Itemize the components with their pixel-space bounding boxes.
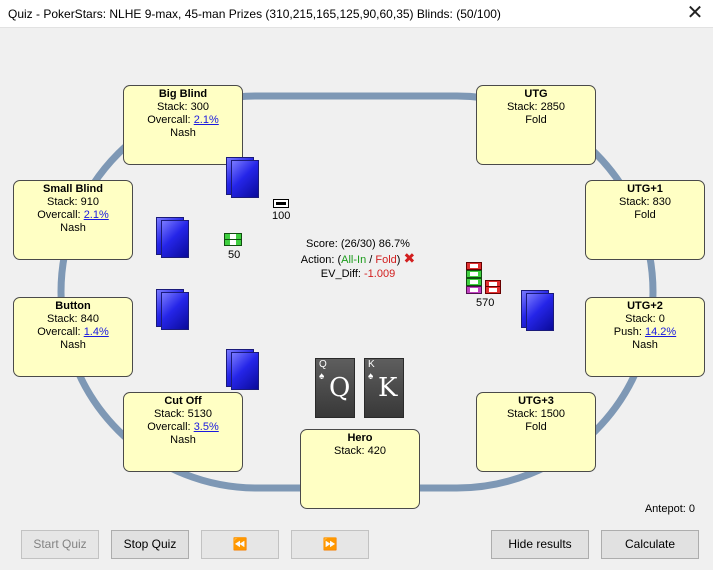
card-rank-small: K bbox=[368, 359, 375, 370]
seat-action: Nash bbox=[60, 339, 86, 351]
seat-action: Fold bbox=[525, 421, 547, 433]
chip-stack-icon bbox=[224, 233, 242, 246]
seat-overcall: Overcall: 2.1% bbox=[14, 209, 132, 222]
action-fold: Fold bbox=[375, 254, 397, 266]
push-link[interactable]: 14.2% bbox=[644, 326, 677, 338]
action-sep: / bbox=[366, 254, 376, 266]
seat-name: Big Blind bbox=[158, 88, 208, 100]
seat-utg3: UTG+3 Stack: 1500 Fold bbox=[476, 392, 596, 472]
seat-action: Fold bbox=[525, 114, 547, 126]
seat-stack: Stack: 840 bbox=[47, 313, 99, 325]
seat-action: Nash bbox=[170, 127, 196, 139]
overcall-label: Overcall: bbox=[37, 326, 84, 338]
seat-overcall: Overcall: 3.5% bbox=[124, 421, 242, 434]
wrong-answer-icon: ✖ bbox=[403, 250, 416, 266]
overcall-label: Overcall: bbox=[37, 209, 84, 221]
seat-cut-off: Cut Off Stack: 5130 Overcall: 3.5% Nash bbox=[123, 392, 243, 472]
overcall-label: Overcall: bbox=[147, 421, 194, 433]
overcall-link[interactable]: 1.4% bbox=[83, 326, 109, 338]
bet-amount-small-blind: 50 bbox=[228, 249, 241, 261]
hide-results-button[interactable]: Hide results bbox=[491, 530, 589, 559]
seat-stack: Stack: 830 bbox=[619, 196, 671, 208]
hero-card-king: K ♠ K bbox=[364, 358, 404, 418]
seat-overcall: Overcall: 1.4% bbox=[14, 326, 132, 339]
bet-amount-utg2: 570 bbox=[476, 297, 495, 309]
seat-action: Nash bbox=[170, 434, 196, 446]
close-icon[interactable]: ✕ bbox=[686, 2, 704, 24]
overcall-link[interactable]: 3.5% bbox=[193, 421, 219, 433]
seat-stack: Stack: 2850 bbox=[506, 101, 566, 113]
seat-action: Fold bbox=[634, 209, 656, 221]
chip-stack-icon bbox=[466, 262, 501, 294]
overcall-link[interactable]: 2.1% bbox=[193, 114, 219, 126]
seat-stack: Stack: 1500 bbox=[506, 408, 566, 420]
seat-button: Button Stack: 840 Overcall: 1.4% Nash bbox=[13, 297, 133, 377]
card-back-icon bbox=[156, 217, 189, 258]
seat-name: Button bbox=[55, 300, 91, 312]
hero-card-queen: Q ♠ Q bbox=[315, 358, 355, 418]
start-quiz-button[interactable]: Start Quiz bbox=[21, 530, 99, 559]
seat-utg1: UTG+1 Stack: 830 Fold bbox=[585, 180, 705, 260]
card-back-icon bbox=[156, 289, 189, 330]
seat-utg2: UTG+2 Stack: 0 Push: 14.2% Nash bbox=[585, 297, 705, 377]
seat-big-blind: Big Blind Stack: 300 Overcall: 2.1% Nash bbox=[123, 85, 243, 165]
seat-stack: Stack: 300 bbox=[157, 101, 209, 113]
seat-name: UTG+2 bbox=[627, 300, 663, 312]
antepot-label: Antepot: 0 bbox=[644, 503, 695, 515]
seat-utg: UTG Stack: 2850 Fold bbox=[476, 85, 596, 165]
seat-stack: Stack: 910 bbox=[47, 196, 99, 208]
action-suffix: ) bbox=[396, 254, 401, 266]
spade-icon: ♠ bbox=[368, 371, 374, 382]
seat-push: Push: 14.2% bbox=[586, 326, 704, 339]
seat-name: UTG bbox=[524, 88, 548, 100]
seat-action: Nash bbox=[632, 339, 658, 351]
seat-name: UTG+3 bbox=[518, 395, 554, 407]
stop-quiz-button[interactable]: Stop Quiz bbox=[111, 530, 189, 559]
seat-name: Hero bbox=[347, 432, 373, 444]
ev-label: EV_Diff: bbox=[320, 268, 364, 280]
spade-icon: ♠ bbox=[319, 371, 325, 382]
card-back-icon bbox=[226, 157, 259, 198]
next-button[interactable]: ⏩ bbox=[291, 530, 369, 559]
window-title: Quiz - PokerStars: NLHE 9-max, 45-man Pr… bbox=[8, 7, 501, 21]
seat-stack: Stack: 5130 bbox=[153, 408, 213, 420]
seat-stack: Stack: 420 bbox=[334, 445, 386, 457]
calculate-button[interactable]: Calculate bbox=[601, 530, 699, 559]
seat-name: UTG+1 bbox=[627, 183, 663, 195]
ev-line: EV_Diff: -1.009 bbox=[288, 267, 428, 281]
card-back-icon bbox=[521, 290, 554, 331]
seat-small-blind: Small Blind Stack: 910 Overcall: 2.1% Na… bbox=[13, 180, 133, 260]
card-back-icon bbox=[226, 349, 259, 390]
action-prefix: Action: ( bbox=[300, 254, 342, 266]
seat-name: Cut Off bbox=[164, 395, 202, 407]
seat-stack: Stack: 0 bbox=[625, 313, 665, 325]
seat-overcall: Overcall: 2.1% bbox=[124, 114, 242, 127]
ev-value: -1.009 bbox=[364, 268, 396, 280]
title-bar: Quiz - PokerStars: NLHE 9-max, 45-man Pr… bbox=[0, 0, 713, 28]
seat-name: Small Blind bbox=[43, 183, 103, 195]
previous-button[interactable]: ⏪ bbox=[201, 530, 279, 559]
action-line: Action: (All-In / Fold) ✖ bbox=[288, 251, 428, 267]
seat-action: Nash bbox=[60, 222, 86, 234]
seat-hero: Hero Stack: 420 bbox=[300, 429, 420, 509]
card-rank-small: Q bbox=[319, 359, 327, 370]
overcall-label: Overcall: bbox=[147, 114, 194, 126]
action-allin: All-In bbox=[341, 254, 367, 266]
card-rank-large: K bbox=[378, 373, 398, 403]
quiz-info: Score: (26/30) 86.7% Action: (All-In / F… bbox=[288, 237, 428, 281]
chip-stack-icon bbox=[273, 199, 289, 208]
card-rank-large: Q bbox=[329, 373, 351, 403]
overcall-link[interactable]: 2.1% bbox=[83, 209, 109, 221]
bet-amount-big-blind: 100 bbox=[272, 210, 291, 222]
score-text: Score: (26/30) 86.7% bbox=[306, 238, 410, 250]
push-label: Push: bbox=[613, 326, 645, 338]
